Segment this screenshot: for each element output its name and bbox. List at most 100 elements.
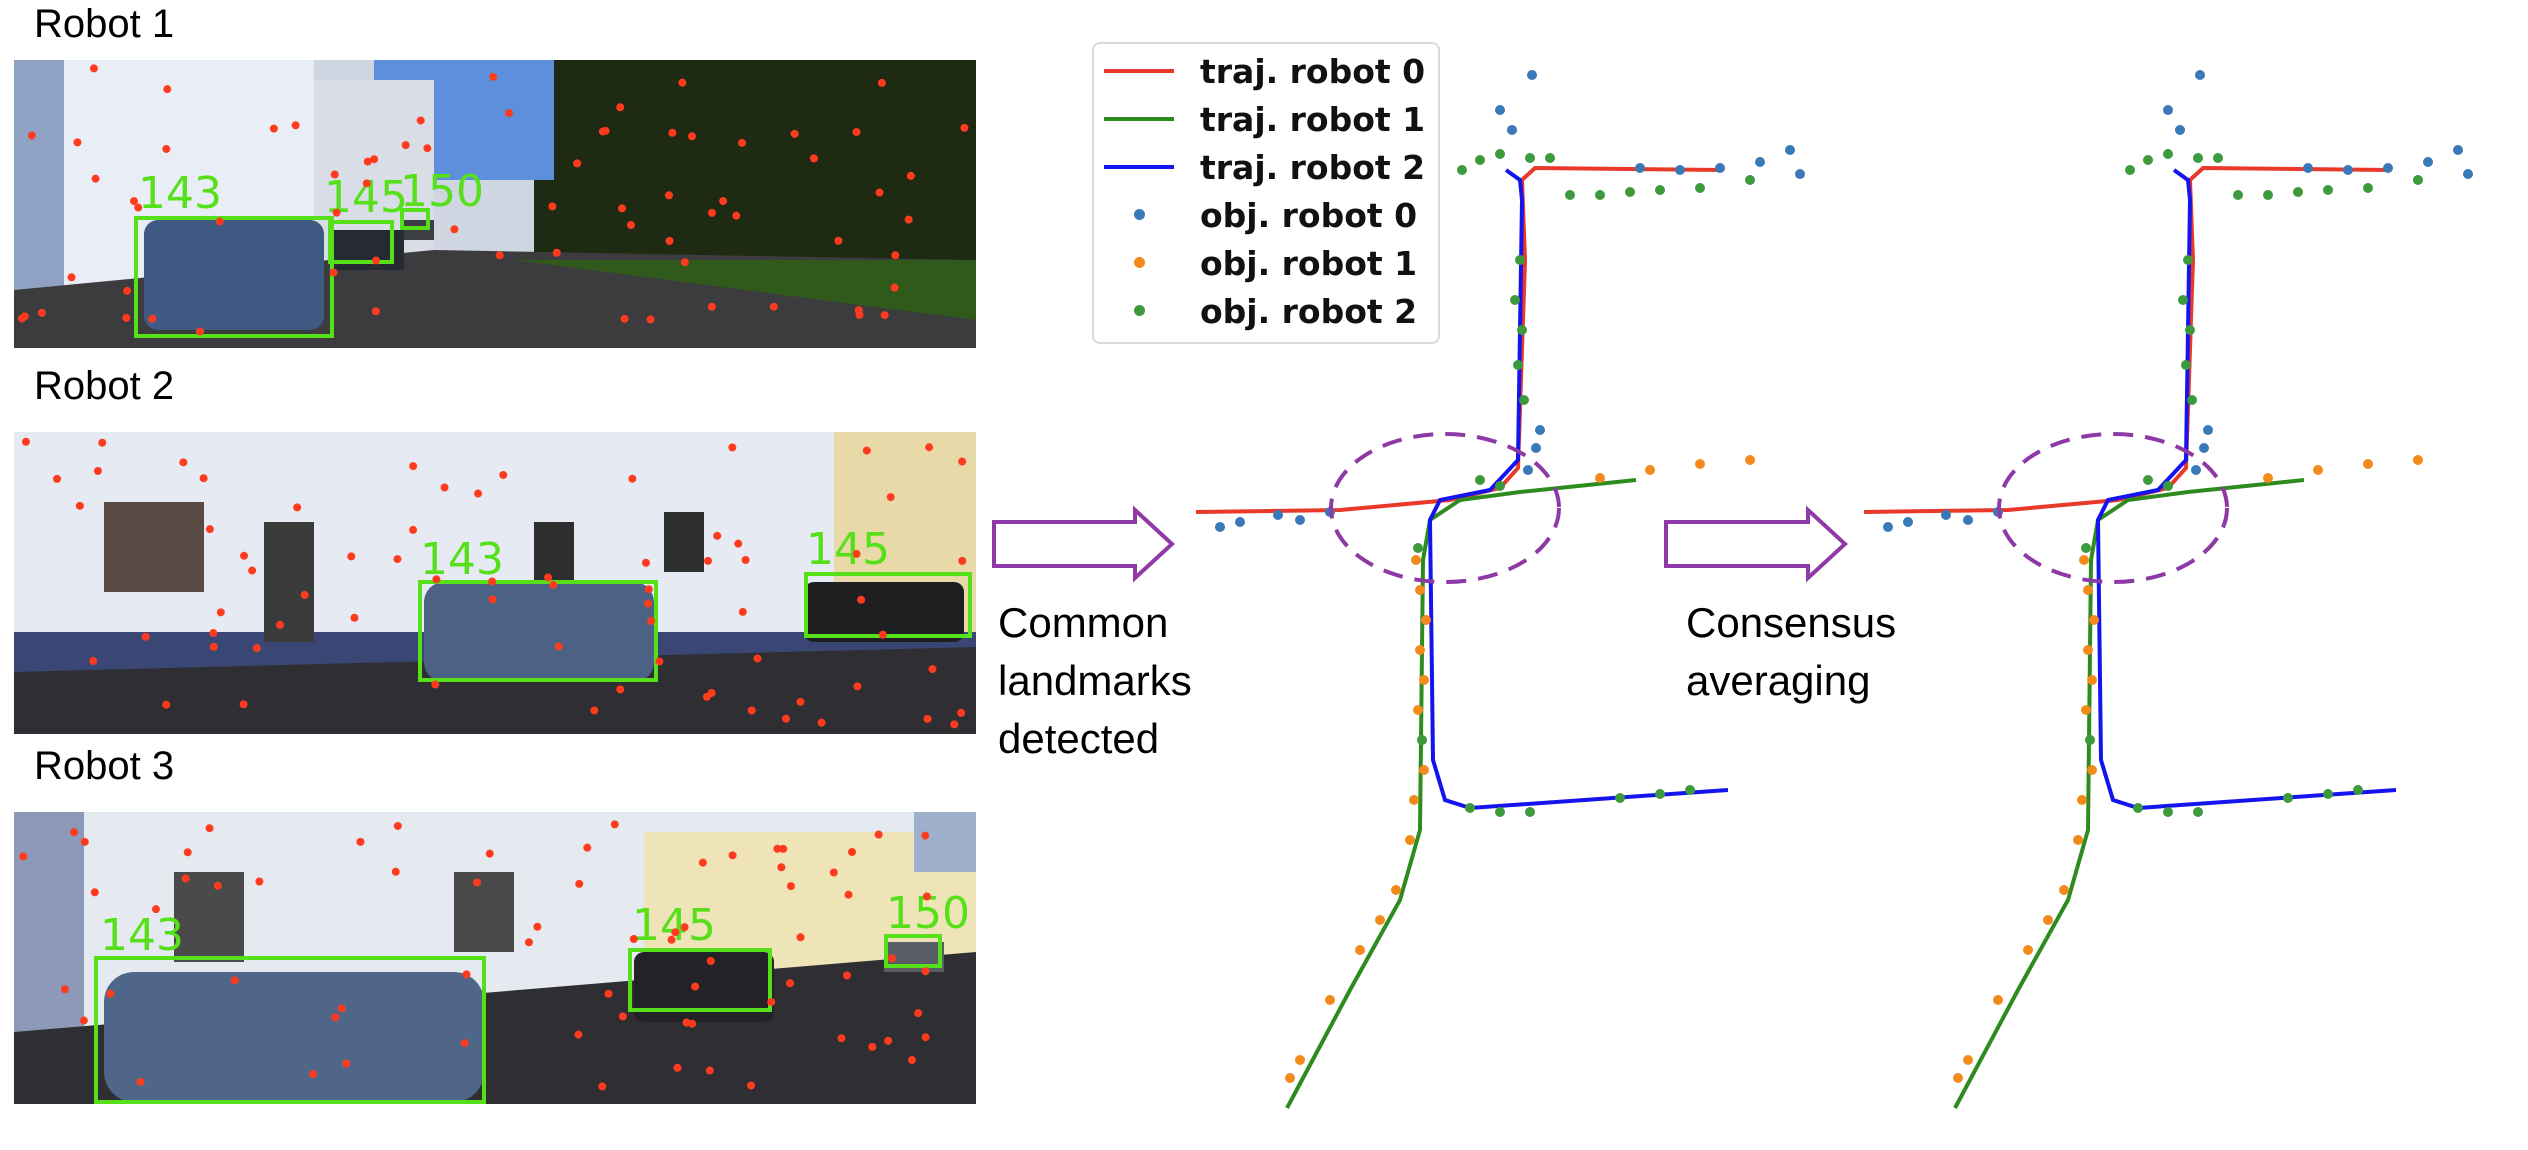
object-point-robot-2 bbox=[2125, 165, 2135, 175]
object-point-robot-2 bbox=[1695, 183, 1705, 193]
object-point-robot-0 bbox=[1715, 163, 1725, 173]
object-point-robot-2 bbox=[2181, 360, 2191, 370]
object-point-robot-2 bbox=[2323, 185, 2333, 195]
object-point-robot-1 bbox=[1595, 473, 1605, 483]
object-point-robot-1 bbox=[1745, 455, 1755, 465]
legend-dot-swatch bbox=[1134, 257, 1145, 268]
object-point-robot-0 bbox=[1523, 465, 1533, 475]
object-point-robot-2 bbox=[1745, 175, 1755, 185]
object-point-robot-1 bbox=[1645, 465, 1655, 475]
object-point-robot-1 bbox=[1695, 459, 1705, 469]
arrow-right-icon bbox=[1664, 505, 1848, 583]
object-point-robot-0 bbox=[1795, 169, 1805, 179]
object-point-robot-0 bbox=[2453, 145, 2463, 155]
object-point-robot-2 bbox=[2283, 793, 2293, 803]
object-point-robot-2 bbox=[1655, 185, 1665, 195]
object-point-robot-0 bbox=[2163, 105, 2173, 115]
object-point-robot-1 bbox=[1295, 1055, 1305, 1065]
object-point-robot-2 bbox=[2193, 807, 2203, 817]
object-point-robot-1 bbox=[2413, 455, 2423, 465]
legend-label: traj. robot 0 bbox=[1200, 52, 1426, 91]
object-point-robot-0 bbox=[1531, 443, 1541, 453]
object-point-robot-1 bbox=[1285, 1073, 1295, 1083]
object-point-robot-2 bbox=[2293, 187, 2303, 197]
object-point-robot-1 bbox=[1391, 885, 1401, 895]
trajectory-robot-2-line bbox=[1427, 168, 1729, 811]
object-point-robot-2 bbox=[2081, 543, 2091, 553]
legend-label: traj. robot 2 bbox=[1200, 148, 1426, 187]
legend: traj. robot 0 traj. robot 1 traj. robot … bbox=[1092, 42, 1440, 344]
object-point-robot-0 bbox=[2343, 165, 2353, 175]
object-point-robot-1 bbox=[1421, 615, 1431, 625]
object-point-robot-1 bbox=[2077, 795, 2087, 805]
object-point-robot-1 bbox=[2043, 915, 2053, 925]
object-point-robot-1 bbox=[1375, 915, 1385, 925]
object-point-robot-0 bbox=[1235, 517, 1245, 527]
object-point-robot-0 bbox=[2423, 157, 2433, 167]
object-point-robot-0 bbox=[1755, 157, 1765, 167]
object-point-robot-2 bbox=[2353, 785, 2363, 795]
legend-label: obj. robot 2 bbox=[1200, 292, 1418, 331]
object-point-robot-2 bbox=[1417, 735, 1427, 745]
object-point-robot-1 bbox=[1405, 835, 1415, 845]
trajectory-robot-1-line bbox=[1285, 478, 1637, 1109]
object-point-robot-1 bbox=[2079, 555, 2089, 565]
object-point-robot-0 bbox=[1507, 125, 1517, 135]
trajectory-robot-0-line bbox=[1195, 165, 1723, 514]
consensus-averaging-caption: Consensus averaging bbox=[1686, 599, 1897, 704]
object-point-robot-2 bbox=[1413, 543, 1423, 553]
object-point-robot-1 bbox=[2263, 473, 2273, 483]
object-point-robot-2 bbox=[1517, 325, 1527, 335]
object-point-robot-1 bbox=[1415, 585, 1425, 595]
object-point-robot-1 bbox=[1413, 705, 1423, 715]
object-point-robot-1 bbox=[1415, 645, 1425, 655]
object-point-robot-0 bbox=[1495, 105, 1505, 115]
object-point-robot-1 bbox=[1355, 945, 1365, 955]
object-point-robot-0 bbox=[1215, 522, 1225, 532]
object-point-robot-2 bbox=[1545, 153, 1555, 163]
legend-line-swatch bbox=[1104, 165, 1174, 169]
object-point-robot-1 bbox=[2083, 645, 2093, 655]
object-point-robot-2 bbox=[2085, 735, 2095, 745]
legend-label: traj. robot 1 bbox=[1200, 100, 1426, 139]
object-point-robot-2 bbox=[1513, 360, 1523, 370]
object-point-robot-1 bbox=[1409, 795, 1419, 805]
object-point-robot-2 bbox=[2185, 325, 2195, 335]
arrow-right-icon bbox=[992, 505, 1175, 583]
object-point-robot-2 bbox=[1685, 785, 1695, 795]
object-point-robot-0 bbox=[2191, 465, 2201, 475]
object-point-robot-0 bbox=[1273, 510, 1283, 520]
object-point-robot-1 bbox=[2087, 765, 2097, 775]
trajectory-robot-2-line bbox=[2095, 168, 2397, 811]
legend-label: obj. robot 0 bbox=[1200, 196, 1418, 235]
object-point-robot-0 bbox=[1535, 425, 1545, 435]
object-point-robot-0 bbox=[2463, 169, 2473, 179]
object-point-robot-2 bbox=[2363, 183, 2373, 193]
object-point-robot-0 bbox=[1635, 163, 1645, 173]
object-point-robot-0 bbox=[1527, 70, 1537, 80]
legend-item-obj-robot-2: obj. robot 2 bbox=[1094, 290, 1438, 331]
object-point-robot-2 bbox=[2323, 789, 2333, 799]
object-point-robot-1 bbox=[1419, 765, 1429, 775]
object-point-robot-1 bbox=[2089, 615, 2099, 625]
object-point-robot-1 bbox=[2059, 885, 2069, 895]
object-point-robot-1 bbox=[2073, 835, 2083, 845]
legend-label: obj. robot 1 bbox=[1200, 244, 1418, 283]
legend-item-traj-robot-2: traj. robot 2 bbox=[1094, 146, 1438, 187]
object-point-robot-1 bbox=[2023, 945, 2033, 955]
object-point-robot-0 bbox=[1883, 522, 1893, 532]
object-point-robot-0 bbox=[2195, 70, 2205, 80]
object-point-robot-2 bbox=[2187, 395, 2197, 405]
object-point-robot-2 bbox=[1475, 155, 1485, 165]
common-landmarks-ellipse bbox=[1329, 432, 1561, 584]
object-point-robot-0 bbox=[2203, 425, 2213, 435]
object-point-robot-0 bbox=[1963, 515, 1973, 525]
object-point-robot-1 bbox=[1993, 995, 2003, 1005]
object-point-robot-1 bbox=[1411, 555, 1421, 565]
legend-item-traj-robot-1: traj. robot 1 bbox=[1094, 98, 1438, 139]
object-point-robot-2 bbox=[1495, 481, 1505, 491]
object-point-robot-0 bbox=[1295, 515, 1305, 525]
object-point-robot-2 bbox=[1525, 153, 1535, 163]
